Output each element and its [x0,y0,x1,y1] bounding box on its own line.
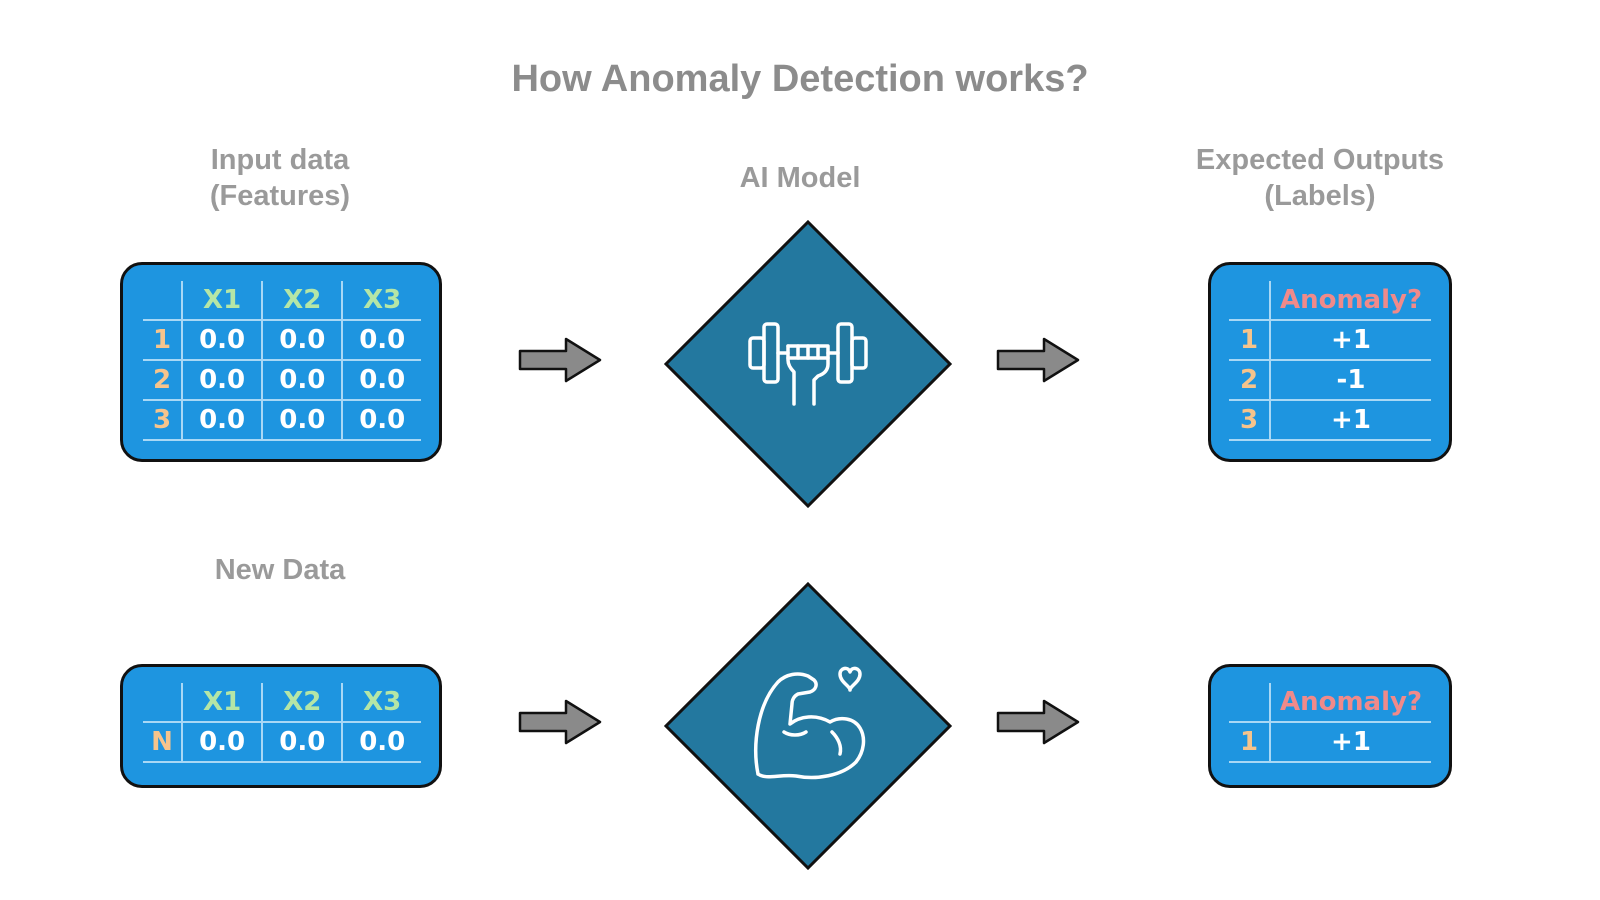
ai-model-label: AI Model [739,162,861,194]
new-data-label: New Data [214,554,346,586]
expected-outputs-label: Expected Outputs (Labels) [1170,142,1470,214]
table-cell: 0.0 [341,722,421,763]
expected-outputs-label-line1: Expected Outputs [1195,144,1445,176]
table-header: Anomaly? [1269,281,1431,321]
table-row: 3 +1 [1229,400,1431,441]
table-cell: 0.0 [341,320,421,361]
row-index: 2 [1229,360,1270,401]
arrow-input-to-model [518,337,602,383]
table-cell: 0.0 [341,400,421,441]
table-header: X1 [180,683,263,723]
row-index: 1 [1229,722,1270,763]
trained-model-diamond [664,582,952,870]
row-index: 1 [1229,320,1270,361]
table-cell: -1 [1269,360,1431,401]
row-index: 2 [143,360,182,401]
table-cell: 0.0 [180,320,263,361]
expected-outputs-panel: Anomaly? 1 +1 2 -1 3 +1 [1208,262,1452,462]
table-cell: 0.0 [180,400,263,441]
row-index: N [143,722,182,763]
table-header: Anomaly? [1269,683,1431,723]
input-data-label-line1: Input data [210,144,350,176]
table-cell: 0.0 [261,360,343,401]
row-index: 1 [143,320,182,361]
expected-outputs-table: Anomaly? 1 +1 2 -1 3 +1 [1229,281,1431,441]
table-cell: 0.0 [180,722,263,763]
arrow-new-data-to-model [518,699,602,745]
table-cell: 0.0 [261,722,343,763]
new-outputs-table: Anomaly? 1 +1 [1229,683,1431,763]
table-header: X2 [261,683,343,723]
page-title: How Anomaly Detection works? [511,58,1089,100]
table-row: 2 0.0 0.0 0.0 [143,360,421,401]
table-cell: +1 [1269,320,1431,361]
table-row: 3 0.0 0.0 0.0 [143,400,421,441]
input-data-panel: X1 X2 X3 1 0.0 0.0 0.0 2 0.0 0.0 0.0 3 0… [120,262,442,462]
ai-model-diamond [664,220,952,508]
table-cell: 0.0 [341,360,421,401]
input-data-label-line2: (Features) [209,180,351,212]
arrow-model-to-output [996,337,1080,383]
table-row: N 0.0 0.0 0.0 [143,722,421,763]
row-index: 3 [143,400,182,441]
table-row: 1 +1 [1229,320,1431,361]
table-header: X1 [180,281,263,321]
expected-outputs-label-line2: (Labels) [1264,180,1376,212]
dumbbell-fist-icon [748,322,868,406]
arrow-model-to-new-output [996,699,1080,745]
input-data-table: X1 X2 X3 1 0.0 0.0 0.0 2 0.0 0.0 0.0 3 0… [143,281,421,441]
table-cell: 0.0 [261,400,343,441]
table-cell: +1 [1269,722,1431,763]
flexed-arm-heart-icon [754,666,866,780]
table-row: 1 +1 [1229,722,1431,763]
new-data-table: X1 X2 X3 N 0.0 0.0 0.0 [143,683,421,763]
input-data-label: Input data (Features) [130,142,430,214]
table-header: X3 [341,281,421,321]
table-header: X3 [341,683,421,723]
row-index: 3 [1229,400,1270,441]
table-row: 2 -1 [1229,360,1431,401]
new-outputs-panel: Anomaly? 1 +1 [1208,664,1452,788]
table-header: X2 [261,281,343,321]
new-data-panel: X1 X2 X3 N 0.0 0.0 0.0 [120,664,442,788]
table-row: 1 0.0 0.0 0.0 [143,320,421,361]
table-cell: +1 [1269,400,1431,441]
table-cell: 0.0 [261,320,343,361]
table-cell: 0.0 [180,360,263,401]
